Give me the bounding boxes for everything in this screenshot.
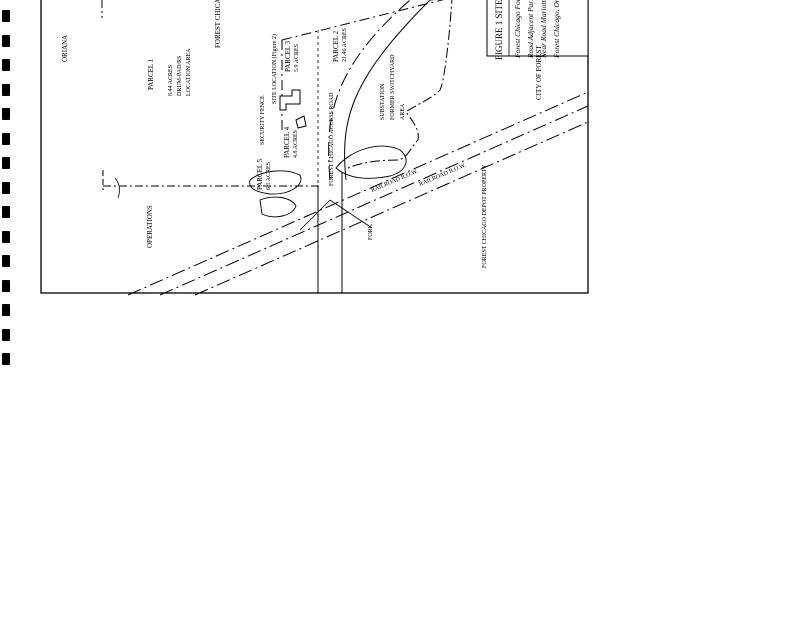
label-parcel-2-title: PARCEL 2	[332, 30, 340, 62]
label-parcel-2-line-2: SUBSTATION	[380, 83, 386, 120]
label-parcel-4-title: PARCEL 4	[283, 126, 291, 158]
label-north-road: FOREST CHICAGO ROAD	[214, 0, 222, 48]
punch-hole	[2, 10, 10, 22]
punch-hole	[2, 304, 10, 316]
label-east-owner: CITY OF FOREST	[535, 45, 543, 100]
label-west-area: ORIANA	[61, 35, 69, 62]
subtitle-line-4: Forest Chicago, Orinda	[552, 0, 561, 59]
subtitle-line-2: Road Adjacent Park	[526, 0, 535, 59]
label-parcel-4-acres: 4.8 ACRES	[293, 130, 299, 158]
subtitle-line-1: Forest Chicago Fork Site	[513, 0, 522, 59]
punch-hole	[2, 255, 10, 267]
label-parcel-1-line-1: 8.44 ACRES	[168, 65, 174, 96]
label-southwest-owner: FOREST CHICAGO DEPOT PROPERTY	[482, 164, 488, 268]
site-location-marker	[279, 89, 307, 129]
label-parcel-2-line-3: FORMER SWITCHYARD	[390, 54, 396, 120]
label-parcel-3-title: PARCEL 3	[284, 40, 292, 72]
punch-hole	[2, 132, 10, 145]
figure-title: FIGURE 1 SITE PLAN	[494, 0, 504, 60]
punch-hole	[2, 206, 10, 218]
punch-hole	[2, 157, 10, 169]
label-parcel-1-title: PARCEL 1	[147, 58, 155, 90]
label-access-road: FOREST CHICAGO ACCESS ROAD	[329, 92, 335, 186]
south-access-lines	[299, 172, 373, 293]
binder-punch-holes	[0, 0, 14, 618]
railroad-lines	[127, 91, 589, 296]
drawing-frame	[40, 0, 589, 294]
punch-hole	[2, 59, 10, 71]
title-block: FIGURE 1 SITE PLAN Forest Chicago Fork S…	[486, 0, 589, 60]
punch-hole	[2, 328, 10, 341]
label-parcel-1-line-3: LOCATION AREA	[186, 48, 192, 96]
pond-outline	[249, 145, 407, 218]
label-security-fence: SECURITY FENCE	[260, 95, 266, 145]
property-boundary	[101, 0, 445, 199]
label-parcel-1-line-2: DRUM-PAD/RS	[177, 56, 183, 96]
label-parcel-3-acres: 5.9 ACRES	[294, 44, 300, 72]
label-parcel-2-line-4: AREA	[400, 103, 406, 120]
subtitle-line-3: Near Road Mariotte Station	[539, 0, 548, 59]
punch-hole	[2, 230, 10, 243]
label-fork: FORK	[368, 223, 374, 240]
punch-hole	[2, 83, 10, 96]
label-railroad-1: RAILROAD R.O.W.	[370, 168, 419, 193]
punch-hole	[2, 108, 10, 120]
label-parcel-5-acres: 6.1 ACRES	[266, 162, 272, 190]
punch-hole	[2, 34, 10, 47]
punch-hole	[2, 181, 10, 194]
label-parcel-2-line-1: 21.46 ACRES	[342, 28, 348, 62]
punch-hole	[2, 279, 10, 292]
punch-hole	[2, 353, 10, 365]
label-site-location: SITE LOCATION (Figure 2)	[271, 34, 278, 104]
label-railroad-2: RAILROAD R.O.W.	[418, 162, 467, 187]
label-south-owner: OPERATIONS	[146, 205, 154, 248]
label-parcel-5-title: PARCEL 5	[256, 158, 264, 190]
